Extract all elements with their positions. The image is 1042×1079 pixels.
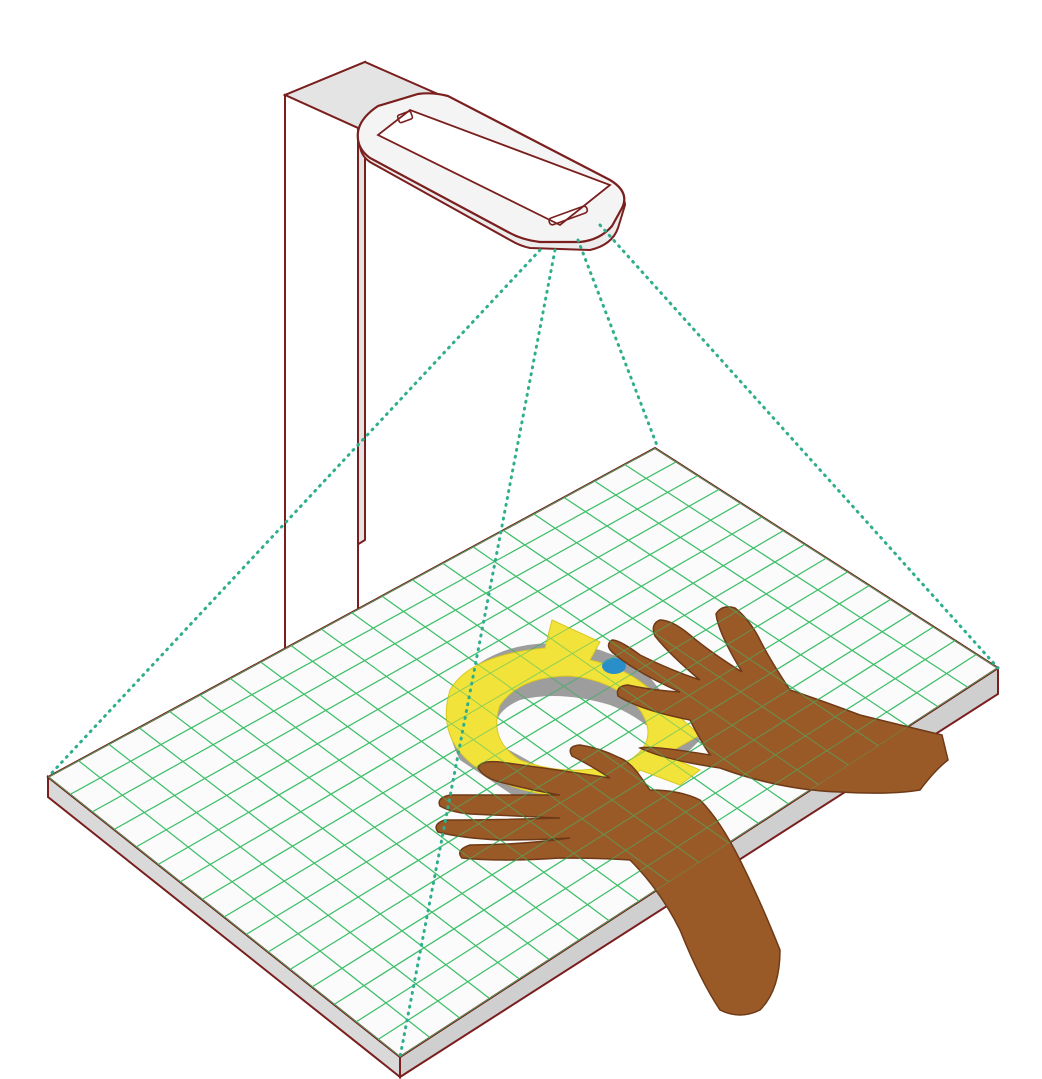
stand-post-front: [285, 95, 358, 648]
smartphone: [358, 93, 625, 250]
projection-line: [578, 240, 658, 448]
